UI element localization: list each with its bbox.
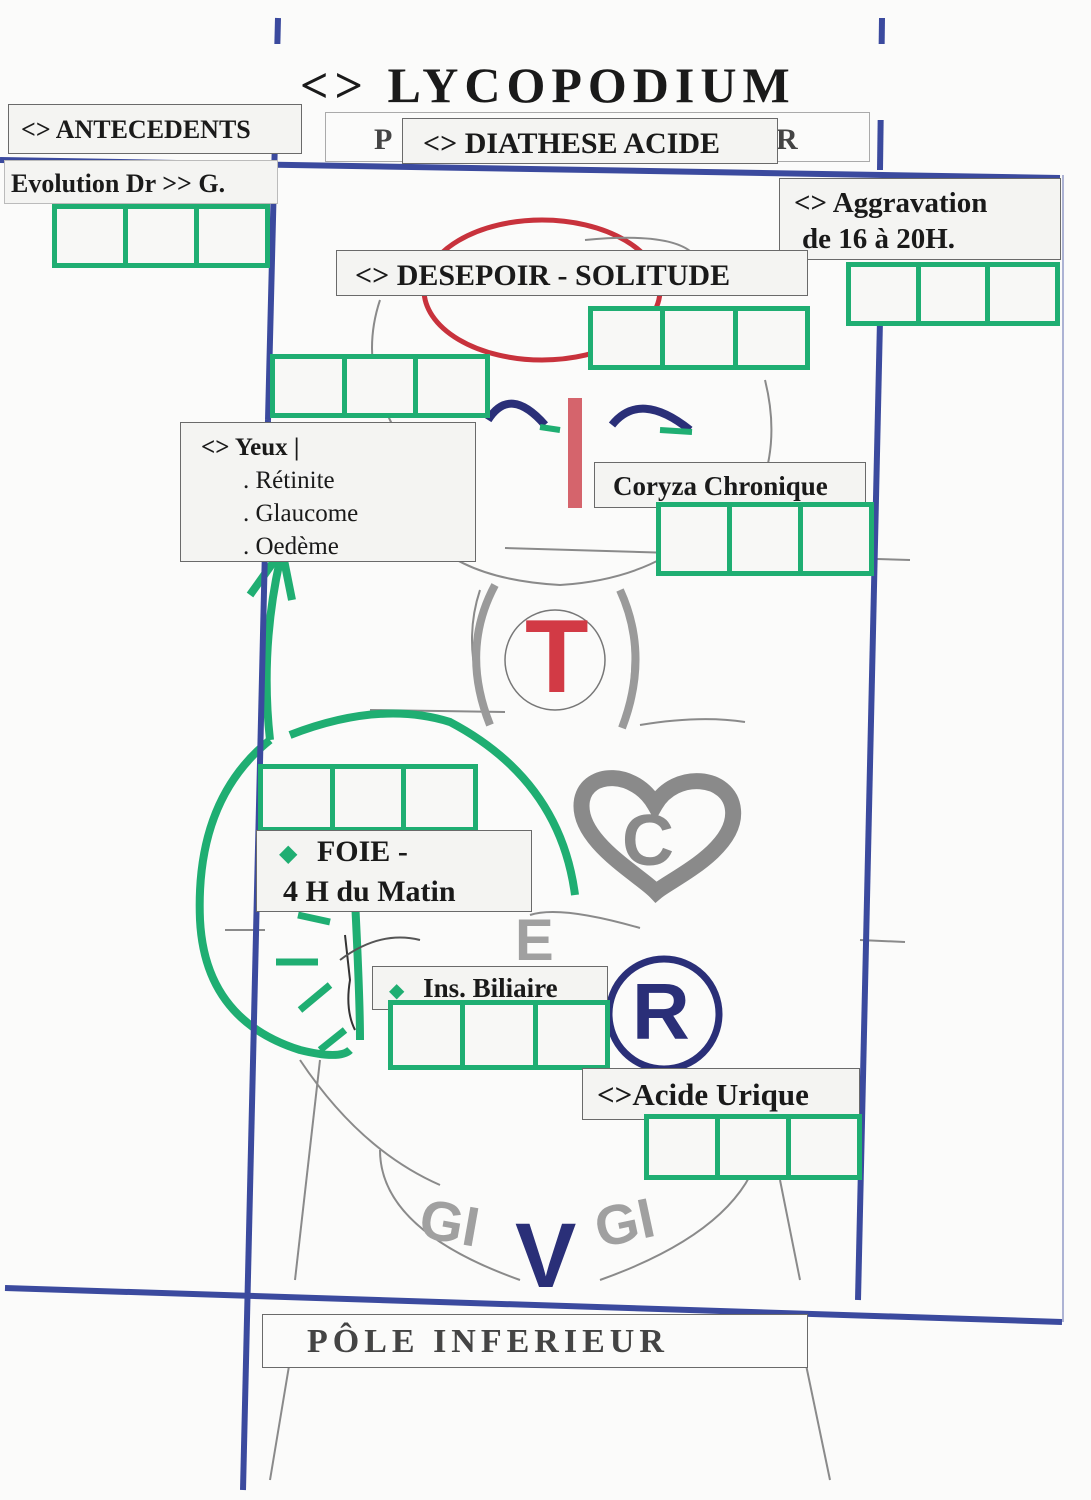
thyroid-circle [504, 609, 606, 711]
liver-rays [276, 911, 348, 1053]
acide-urique-label: <>Acide Urique [582, 1068, 860, 1120]
evolution-label: Evolution Dr >> G. [4, 160, 278, 204]
thyroid-letter: T [525, 599, 589, 715]
gi-left-letter: GI [415, 1186, 485, 1259]
desepoir-checkboxes-left[interactable] [270, 354, 490, 418]
desepoir-checkboxes-right[interactable] [588, 306, 810, 370]
diamond-bullet-icon: ◆ [389, 980, 405, 1002]
right-eye-icon [608, 404, 693, 434]
page-title: <> LYCOPODIUM [272, 44, 886, 120]
acide-urique-checkboxes[interactable] [644, 1114, 862, 1180]
liver-arrow-icon [195, 540, 579, 1059]
gi-right-letter: GI [588, 1185, 660, 1260]
vessie-letter: V [515, 1205, 577, 1307]
aggravation-checkboxes[interactable] [846, 262, 1060, 326]
left-eye-icon [484, 399, 549, 428]
foie-checkboxes[interactable] [258, 764, 478, 832]
heart-icon [573, 770, 742, 904]
heart-letter: C [622, 801, 674, 881]
pole-inferieur-label: PÔLE INFERIEUR [262, 1314, 808, 1368]
antecedents-label: <> ANTECEDENTS [8, 104, 302, 154]
evolution-checkboxes[interactable] [52, 204, 270, 268]
foie-label: ◆ FOIE - 4 H du Matin [256, 830, 532, 912]
coryza-checkboxes[interactable] [656, 502, 874, 576]
kidney-letter: R [632, 967, 690, 1056]
thyroid-brackets [472, 583, 640, 730]
stomach-letter: E [515, 908, 554, 973]
ins-biliaire-checkboxes[interactable] [388, 1000, 610, 1070]
yeux-label: <> Yeux | . Rétinite . Glaucome . Oedème [180, 422, 476, 562]
diathese-label: <> DIATHESE ACIDE [402, 118, 778, 164]
aggravation-label: <> Aggravation de 16 à 20H. [779, 178, 1061, 260]
nose-mark [568, 398, 582, 508]
diamond-bullet-icon: ◆ [279, 841, 298, 867]
desepoir-label: <> DESEPOIR - SOLITUDE [336, 250, 808, 296]
